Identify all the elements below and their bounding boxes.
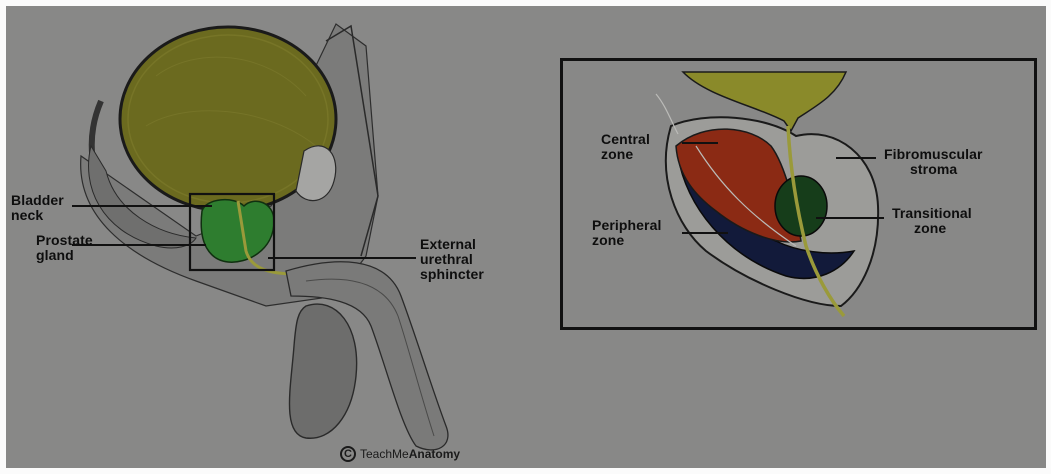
label-line: Central [601, 132, 650, 147]
label-prostate-gland: Prostate gland [36, 233, 93, 263]
label-line: gland [36, 248, 93, 263]
label-line: stroma [884, 162, 983, 177]
zones-inset-frame [560, 58, 1037, 330]
label-external-urethral-sphincter: External urethral sphincter [420, 237, 484, 282]
figure-canvas: Bladder neck Prostate gland External ure… [6, 6, 1046, 468]
label-line: zone [601, 147, 650, 162]
label-line: sphincter [420, 267, 484, 282]
label-line: neck [11, 208, 64, 223]
watermark-text: TeachMeAnatomy [360, 447, 460, 461]
label-line: Transitional [892, 206, 972, 221]
label-line: Peripheral [592, 218, 661, 233]
label-bladder-neck: Bladder neck [11, 193, 64, 223]
label-peripheral-zone: Peripheral zone [592, 218, 661, 248]
label-fibromuscular-stroma: Fibromuscular stroma [884, 147, 983, 177]
copyright-icon: C [340, 446, 356, 462]
label-line: zone [892, 221, 972, 236]
watermark-bold: Anatomy [409, 447, 460, 461]
label-central-zone: Central zone [601, 132, 650, 162]
label-line: Prostate [36, 233, 93, 248]
label-line: urethral [420, 252, 484, 267]
label-line: zone [592, 233, 661, 248]
teachmeanatomy-watermark: C TeachMeAnatomy [340, 444, 460, 464]
label-line: Fibromuscular [884, 147, 983, 162]
label-line: Bladder [11, 193, 64, 208]
watermark-plain: TeachMe [360, 447, 409, 461]
label-line: External [420, 237, 484, 252]
scrotum-shape [289, 304, 356, 438]
label-transitional-zone: Transitional zone [892, 206, 972, 236]
